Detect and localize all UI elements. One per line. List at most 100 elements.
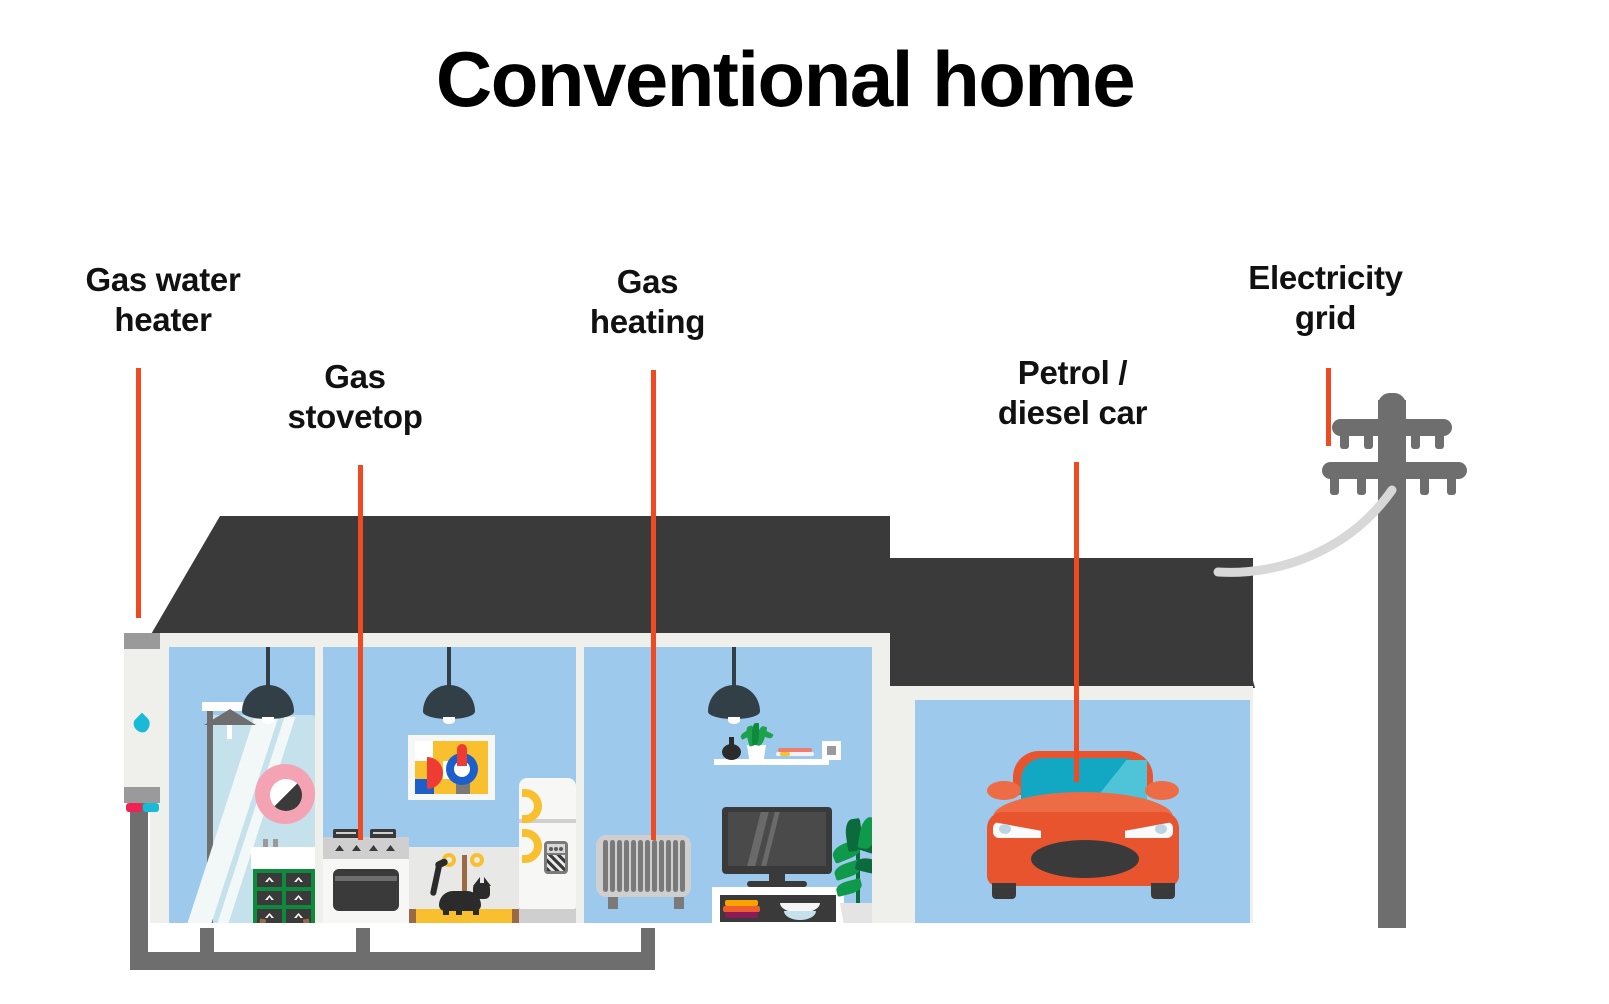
- cat-leg: [443, 905, 449, 915]
- pole-insulator: [1357, 478, 1366, 495]
- bathroom-mirror-glass: [270, 779, 302, 811]
- fridge-handle-bottom[interactable]: [522, 829, 542, 863]
- stove-knob[interactable]: [369, 845, 378, 851]
- leader-line-gas-stovetop: [358, 465, 363, 840]
- gas-pipe-riser-radiator: [356, 928, 370, 956]
- utility-pole-crossarm-bottom: [1322, 462, 1467, 479]
- gas-pipe-riser-stove: [200, 928, 214, 956]
- radiator-fin: [666, 840, 671, 892]
- page-title: Conventional home: [435, 35, 1136, 123]
- pole-insulator: [1435, 435, 1444, 449]
- console-book: [723, 906, 760, 912]
- console-bowl-top: [780, 903, 820, 913]
- callout-label-gas-heating: Gas heating: [589, 263, 706, 341]
- water-heater-cap-bottom: [124, 787, 160, 803]
- oven-handle[interactable]: [335, 876, 397, 881]
- leader-line-electricity-grid: [1326, 368, 1331, 446]
- radiator-fin: [659, 840, 664, 892]
- callout-label-petrol-diesel-car: Petrol / diesel car: [997, 354, 1148, 432]
- floor-plant-pot: [840, 903, 872, 923]
- pendant-lamp-bulb: [728, 717, 740, 724]
- utility-pole-crossarm-top: [1332, 419, 1452, 436]
- radiator-fin: [603, 840, 608, 892]
- stove-knob[interactable]: [386, 845, 395, 851]
- console-book: [725, 912, 758, 918]
- room-living: [584, 647, 872, 923]
- car-headlight-lens-left: [999, 824, 1011, 834]
- water-heater-cold-pipe: [143, 803, 159, 812]
- floor-mat-end: [512, 909, 519, 923]
- callout-label-electricity-grid: Electricity grid: [1248, 259, 1403, 337]
- radiator-fin: [645, 840, 650, 892]
- console-book: [725, 900, 758, 906]
- television-stand-neck: [769, 874, 785, 883]
- callout-label-gas-stovetop: Gas stovetop: [287, 358, 423, 436]
- radiator-fin: [652, 840, 657, 892]
- pole-insulator: [1340, 435, 1349, 449]
- wall-shelf: [714, 759, 829, 765]
- decor-vase: [722, 744, 741, 760]
- vanity-countertop: [251, 847, 315, 869]
- gas-pipe-vertical-main: [130, 800, 148, 970]
- utility-pole-cap: [1378, 393, 1406, 409]
- vanity-cabinet: [253, 869, 315, 923]
- floor-mat: [409, 909, 519, 923]
- leader-line-gas-water-heater: [136, 368, 141, 618]
- room-bathroom: [169, 647, 315, 923]
- radiator-fin: [624, 840, 629, 892]
- television-stand-base: [747, 881, 807, 887]
- shelf-plant-pot: [747, 745, 766, 760]
- cat-ear: [484, 877, 491, 886]
- shelf-book: [778, 748, 812, 752]
- radiator-fin: [631, 840, 636, 892]
- cat-leg: [473, 903, 479, 915]
- shelf-picture-frame-image: [827, 746, 836, 755]
- framed-art-canvas: [415, 741, 488, 794]
- car-headlight-lens-right: [1155, 824, 1167, 834]
- cabinet-knob[interactable]: [470, 853, 484, 867]
- room-garage: [915, 700, 1250, 923]
- car-mirror-left: [987, 781, 1021, 800]
- fridge-handle-top[interactable]: [522, 789, 542, 823]
- water-heater-cap-top: [124, 633, 160, 649]
- car-wheel-right: [1151, 883, 1175, 899]
- vanity-drawer: [286, 891, 311, 905]
- shelf-book: [776, 752, 814, 756]
- console-bowl-bottom: [784, 911, 816, 920]
- cat-ear: [473, 877, 480, 886]
- gas-pipe-riser-heating: [641, 928, 655, 956]
- pendant-lamp-shade: [242, 685, 294, 719]
- vanity-tap-right: [273, 839, 278, 847]
- shelf-plant-leaf: [752, 723, 759, 745]
- cat-icon: [439, 891, 481, 911]
- stove-knob[interactable]: [335, 845, 344, 851]
- cat-leg: [456, 905, 462, 915]
- shower-stem: [227, 711, 232, 739]
- framed-art: [408, 735, 495, 800]
- vanity-drawer: [257, 873, 282, 887]
- radiator-foot: [608, 897, 618, 909]
- gas-burner-slot: [373, 832, 393, 834]
- dispenser-grate: [547, 855, 565, 871]
- gas-pipe-horizontal: [130, 952, 655, 970]
- stove-knob[interactable]: [352, 845, 361, 851]
- pendant-lamp-cord: [447, 647, 451, 687]
- stove-counter: [323, 837, 409, 859]
- vanity-tap-left: [263, 839, 268, 847]
- car-mirror-right: [1145, 781, 1179, 800]
- water-heater-hot-pipe: [126, 803, 142, 812]
- cat-head: [473, 883, 490, 899]
- dispenser-dot: [549, 847, 553, 851]
- radiator-fin: [617, 840, 622, 892]
- house-roof-garage: [888, 558, 1253, 688]
- pole-insulator: [1364, 435, 1373, 449]
- vanity-drawer: [286, 873, 311, 887]
- vanity-drawer: [257, 891, 282, 905]
- pole-insulator: [1447, 478, 1456, 495]
- leader-line-petrol-diesel-car: [1074, 462, 1079, 782]
- car-grille: [1031, 840, 1139, 878]
- gas-radiator: [596, 835, 691, 897]
- art-shape-semicircle: [427, 757, 443, 789]
- leader-line-gas-heating: [651, 370, 656, 840]
